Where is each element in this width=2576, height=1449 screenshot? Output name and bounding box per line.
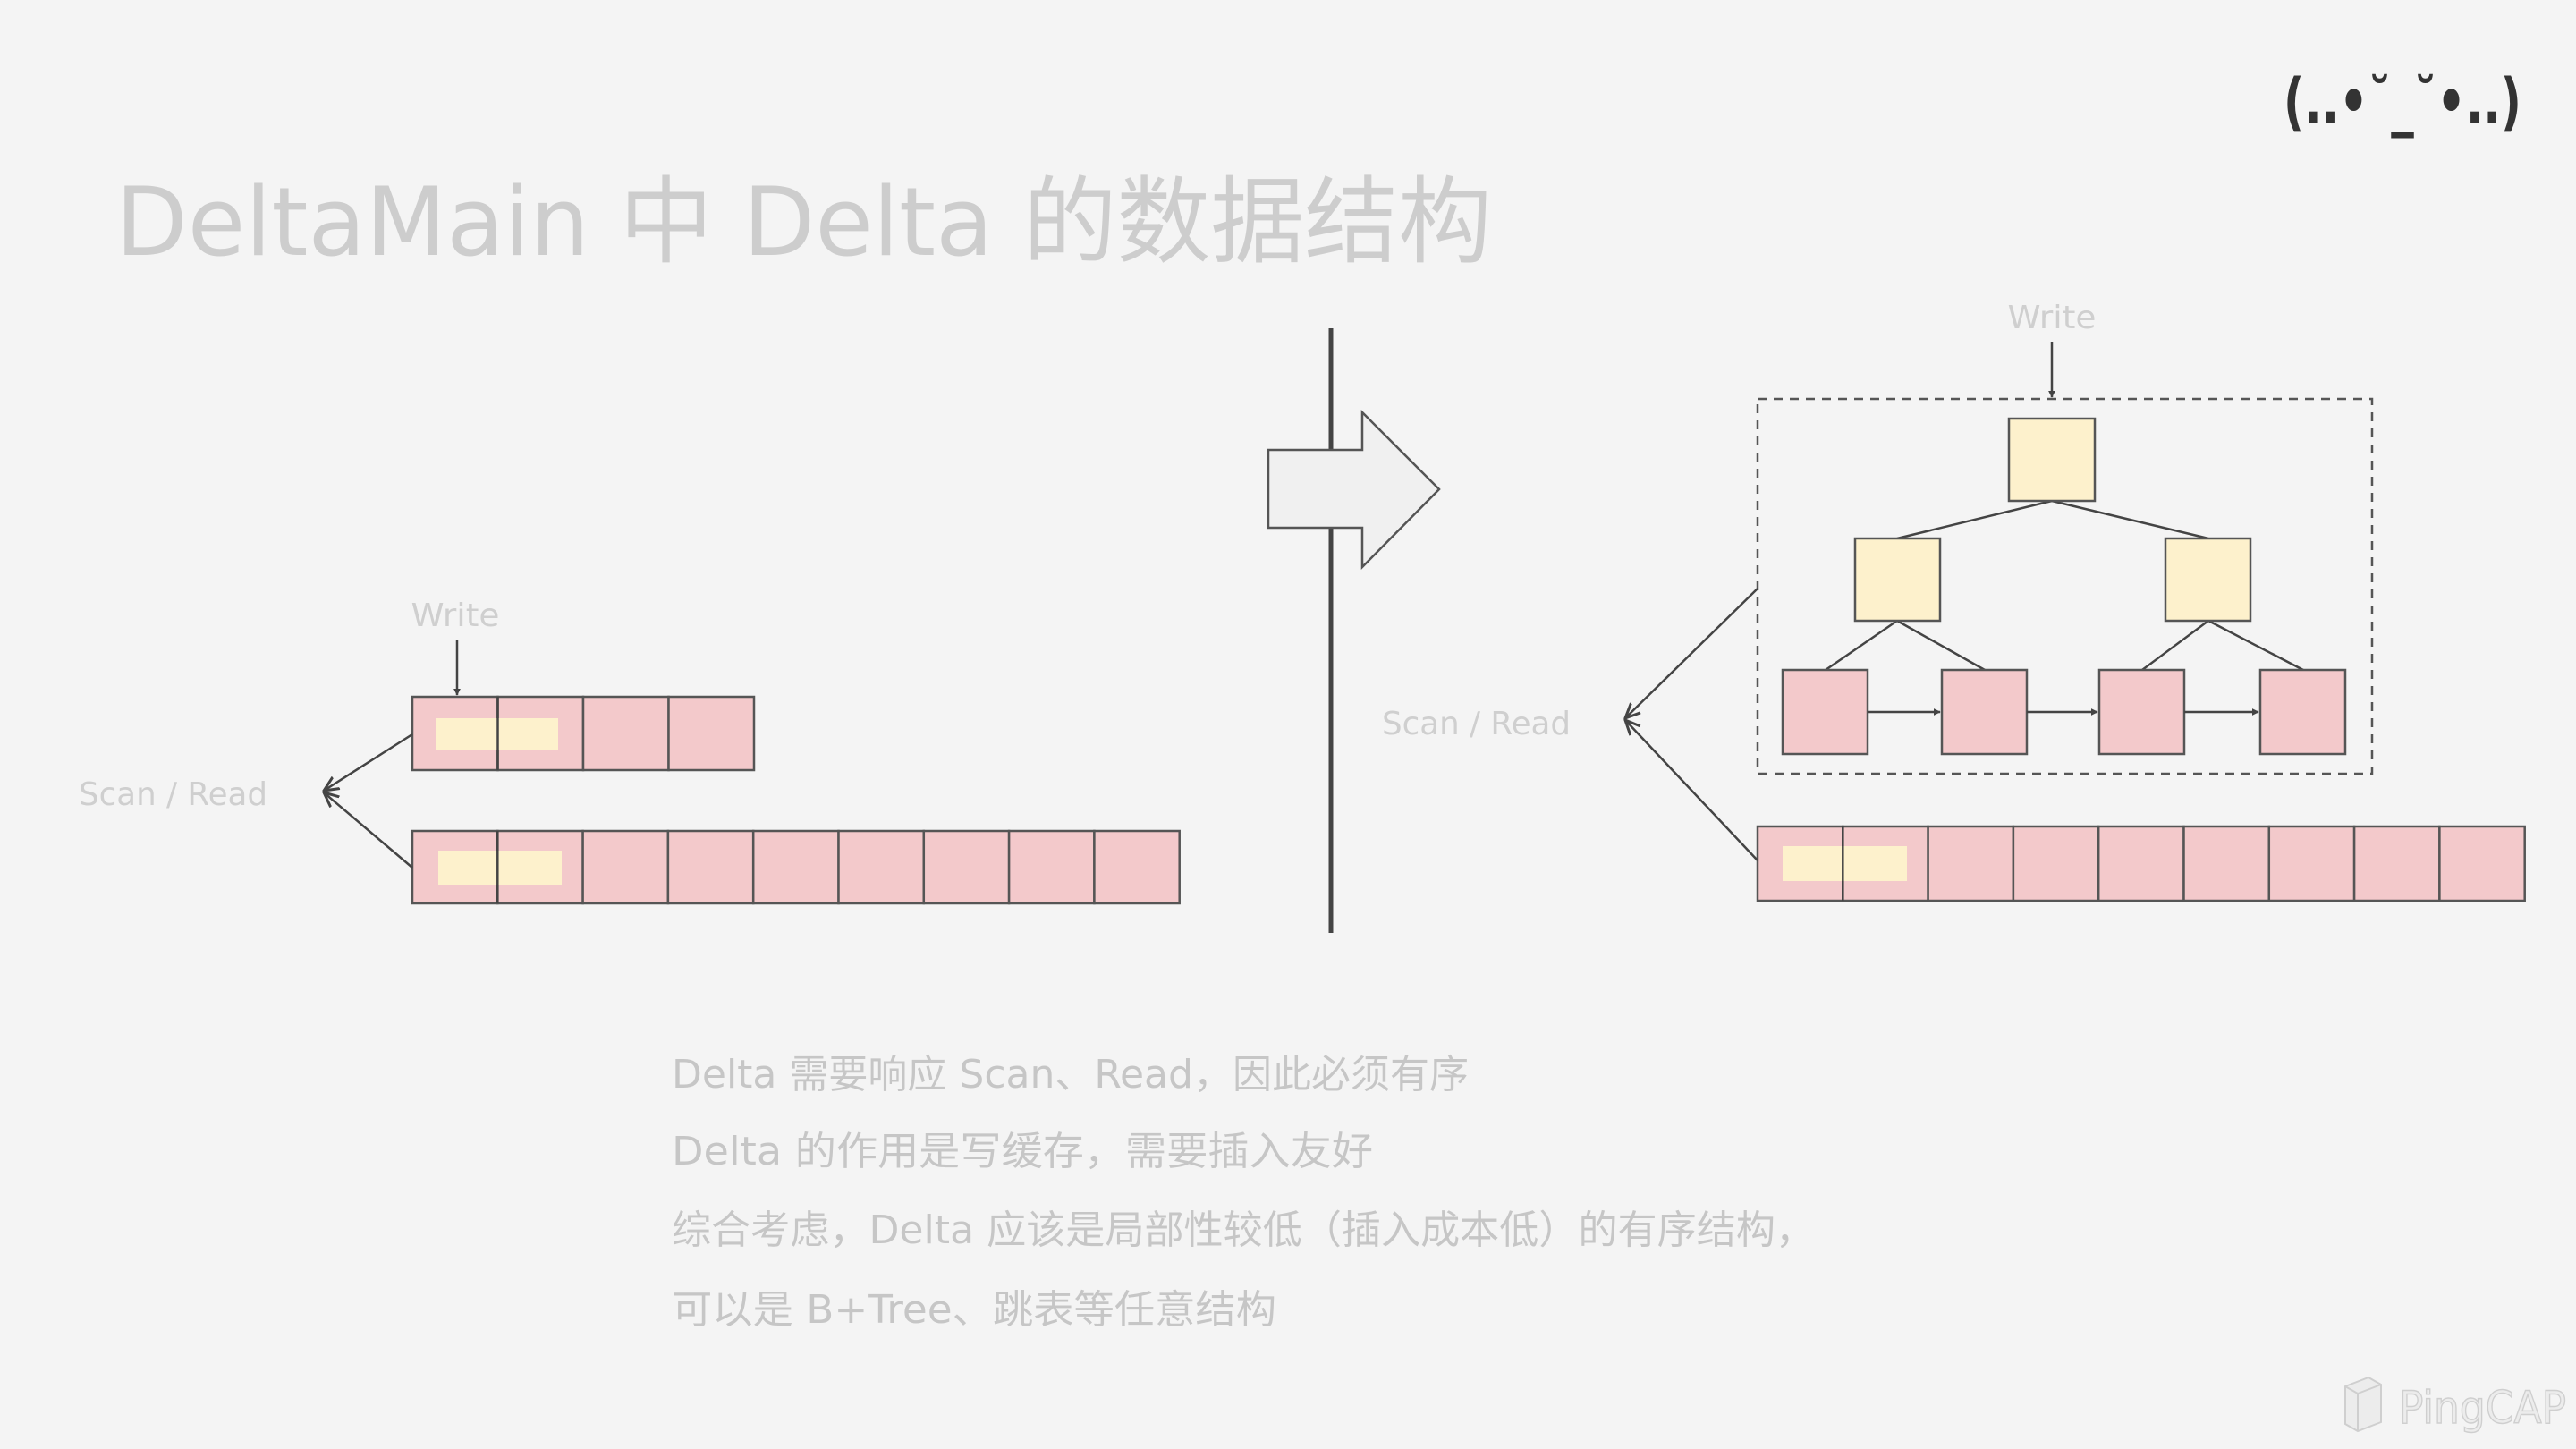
tree-leaf-node (1940, 668, 2029, 756)
left-diagram: Write (79, 597, 1181, 905)
row-highlight (1783, 846, 1907, 881)
tree-edge (2051, 499, 2209, 540)
left-scan-arrow-bottom (324, 792, 413, 869)
note-line: Delta 需要响应 Scan、Read，因此必须有序 (672, 1052, 1469, 1097)
right-scan-arrow-top (1625, 588, 1758, 718)
row-cell (751, 829, 840, 905)
right-diagram: Write (1382, 300, 2526, 902)
tree-leaf-node (2258, 668, 2347, 756)
tree-internal-node-left (1853, 537, 1942, 623)
pingcap-logo: PingCAP (2344, 1376, 2567, 1435)
row-cell (2438, 825, 2526, 902)
row-cell (2352, 825, 2441, 902)
pingcap-logo-icon (2344, 1376, 2382, 1433)
tree-edge (2207, 619, 2304, 672)
row-cell (2097, 825, 2185, 902)
tree-edge (1896, 499, 2053, 540)
row-cell (666, 829, 755, 905)
tree-internal-node-right (2164, 537, 2252, 623)
left-scan-arrow-top (324, 733, 413, 791)
note-line: 可以是 B+Tree、跳表等任意结构 (672, 1287, 1276, 1333)
tree-leaf-node (2097, 668, 2186, 756)
left-scan-read-label: Scan / Read (79, 776, 267, 813)
row-highlight (438, 851, 562, 886)
row-cell (667, 695, 756, 772)
row-cell (581, 829, 670, 905)
tree-edge (1825, 619, 1898, 672)
kaomoji-face: (..•˘_˘•..) (2284, 65, 2521, 139)
row-cell (922, 829, 1011, 905)
tree-edges (1825, 499, 2304, 672)
right-scan-read-label: Scan / Read (1382, 706, 1571, 742)
row-cell (2267, 825, 2356, 902)
page-title: DeltaMain 中 Delta 的数据结构 (115, 167, 1492, 277)
row-cell (1093, 829, 1181, 905)
right-scan-arrow-bottom (1625, 720, 1758, 861)
left-write-label: Write (411, 597, 500, 634)
tree-edge (2141, 619, 2209, 672)
left-main-row (411, 829, 1181, 905)
tree-leaf-node (1781, 668, 1869, 756)
row-cell (581, 695, 670, 772)
right-main-row (1756, 825, 2526, 902)
delta-tree-boundary (1756, 397, 2374, 775)
row-cell (837, 829, 926, 905)
row-cell (2182, 825, 2271, 902)
note-line: 综合考虑，Delta 应该是局部性较低（插入成本低）的有序结构， (672, 1208, 1815, 1253)
transition-arrow-icon (1267, 409, 1441, 571)
pingcap-logo-text: PingCAP (2399, 1382, 2566, 1434)
right-write-label: Write (2008, 300, 2097, 336)
row-cell (1927, 825, 2015, 902)
note-line: Delta 的作用是写缓存，需要插入友好 (672, 1129, 1373, 1174)
notes-block: Delta 需要响应 Scan、Read，因此必须有序 Delta 的作用是写缓… (672, 1052, 1815, 1333)
tree-root-node (2007, 417, 2097, 503)
tree-edge (1896, 619, 1986, 672)
row-cell (2012, 825, 2100, 902)
left-delta-row (411, 695, 756, 772)
row-cell (1007, 829, 1096, 905)
